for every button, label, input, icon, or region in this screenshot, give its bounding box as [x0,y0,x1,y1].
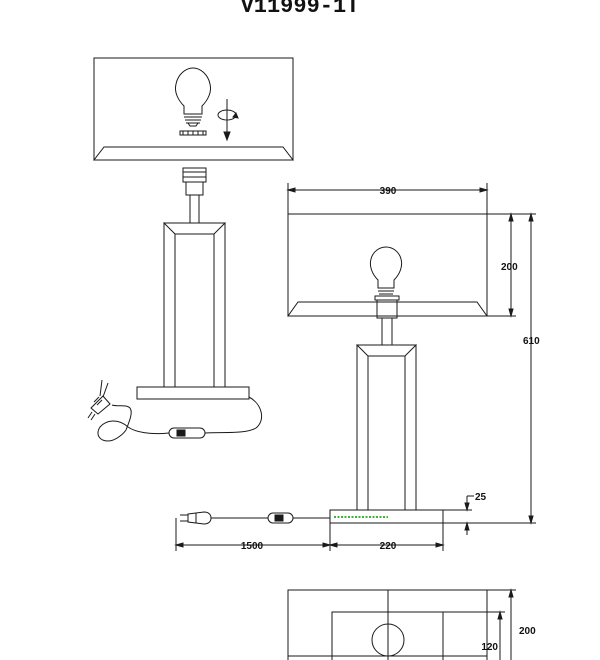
label-top-view-inner: 120 [481,642,498,653]
label-base-height: 25 [475,492,487,503]
dim-base-width [328,523,445,551]
label-base-width: 220 [380,541,397,552]
dim-total-height [443,212,536,525]
assembled-column [355,344,418,511]
dim-cable-length [174,518,332,551]
assembled-plug-icon [180,511,212,525]
assembled-bulb-icon [369,246,403,301]
exploded-stem [189,194,200,224]
label-top-view-height: 200 [519,626,536,637]
label-cable-length: 1500 [241,541,264,552]
drawing-title: V11999-1T [240,0,360,19]
top-view [287,588,516,660]
assembled-stem [381,317,393,346]
top-view-socket [371,623,405,657]
exploded-shade [93,57,294,161]
exploded-base [136,386,250,400]
label-total-height: 610 [523,336,540,347]
exploded-column [162,222,227,388]
label-shade-width: 390 [380,186,397,197]
rotate-down-arrow-icon [217,99,239,142]
dim-shade-width [286,183,489,214]
exploded-view [87,57,295,442]
bulb-icon [175,67,211,127]
exploded-switch-icon [168,427,206,439]
assembled-shade [287,213,488,317]
dim-shade-height [487,212,516,318]
label-shade-height: 200 [501,262,518,273]
exploded-shade-rim [92,146,295,161]
assembled-switch-icon [267,512,294,524]
exploded-socket [182,167,207,183]
exploded-plug-icon [87,379,111,421]
exploded-cord [204,396,263,434]
assembled-socket [376,299,398,319]
dim-base-height [443,495,474,535]
assembled-base [329,509,444,524]
assembled-view [174,183,536,551]
